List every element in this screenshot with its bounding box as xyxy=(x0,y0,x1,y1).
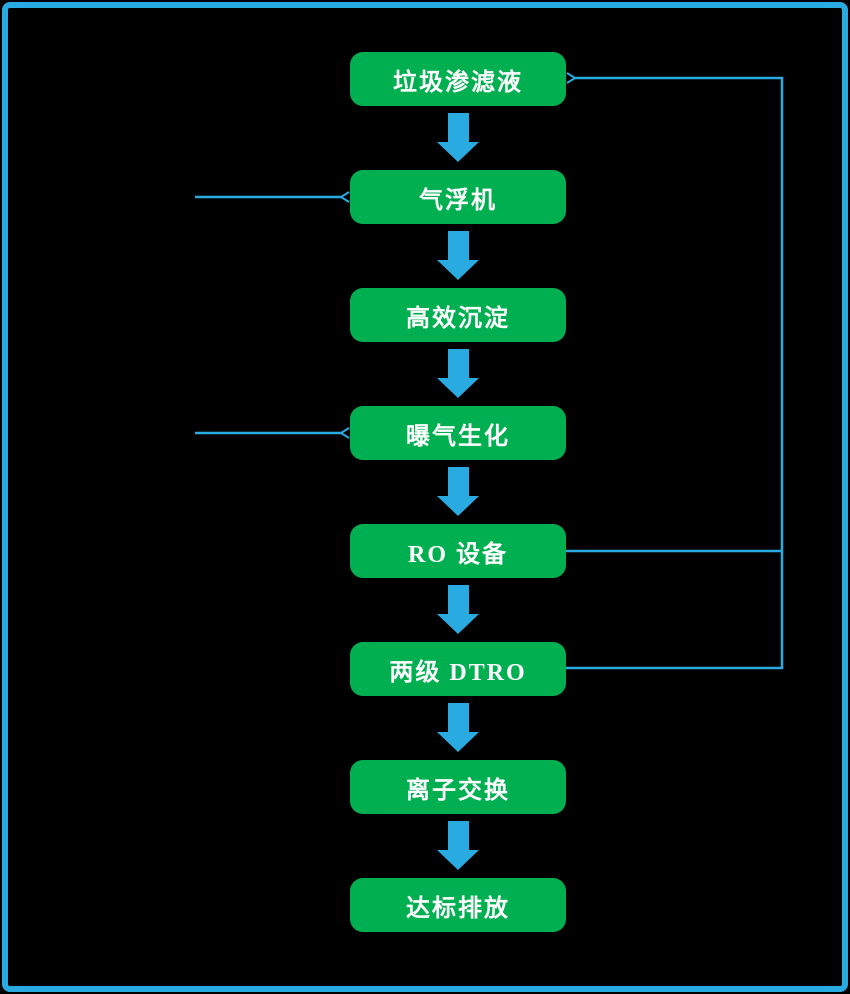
flow-arrow-down-icon xyxy=(437,703,479,752)
node-ion-exchange: 离子交换 xyxy=(350,760,566,814)
node-two-stage-dtro: 两级 DTRO xyxy=(350,642,566,696)
node-air-flotation: 气浮机 xyxy=(350,170,566,224)
node-discharge: 达标排放 xyxy=(350,878,566,932)
node-leachate: 垃圾渗滤液 xyxy=(350,52,566,106)
node-sedimentation: 高效沉淀 xyxy=(350,288,566,342)
node-ro-equipment: RO 设备 xyxy=(350,524,566,578)
flow-arrow-down-icon xyxy=(437,349,479,398)
flow-arrow-down-icon xyxy=(437,231,479,280)
recycle-line-dtro xyxy=(566,72,784,670)
flow-arrow-down-icon xyxy=(437,585,479,634)
flow-arrow-down-icon xyxy=(437,467,479,516)
node-aeration: 曝气生化 xyxy=(350,406,566,460)
flow-arrow-down-icon xyxy=(437,113,479,162)
flow-arrow-down-icon xyxy=(437,821,479,870)
